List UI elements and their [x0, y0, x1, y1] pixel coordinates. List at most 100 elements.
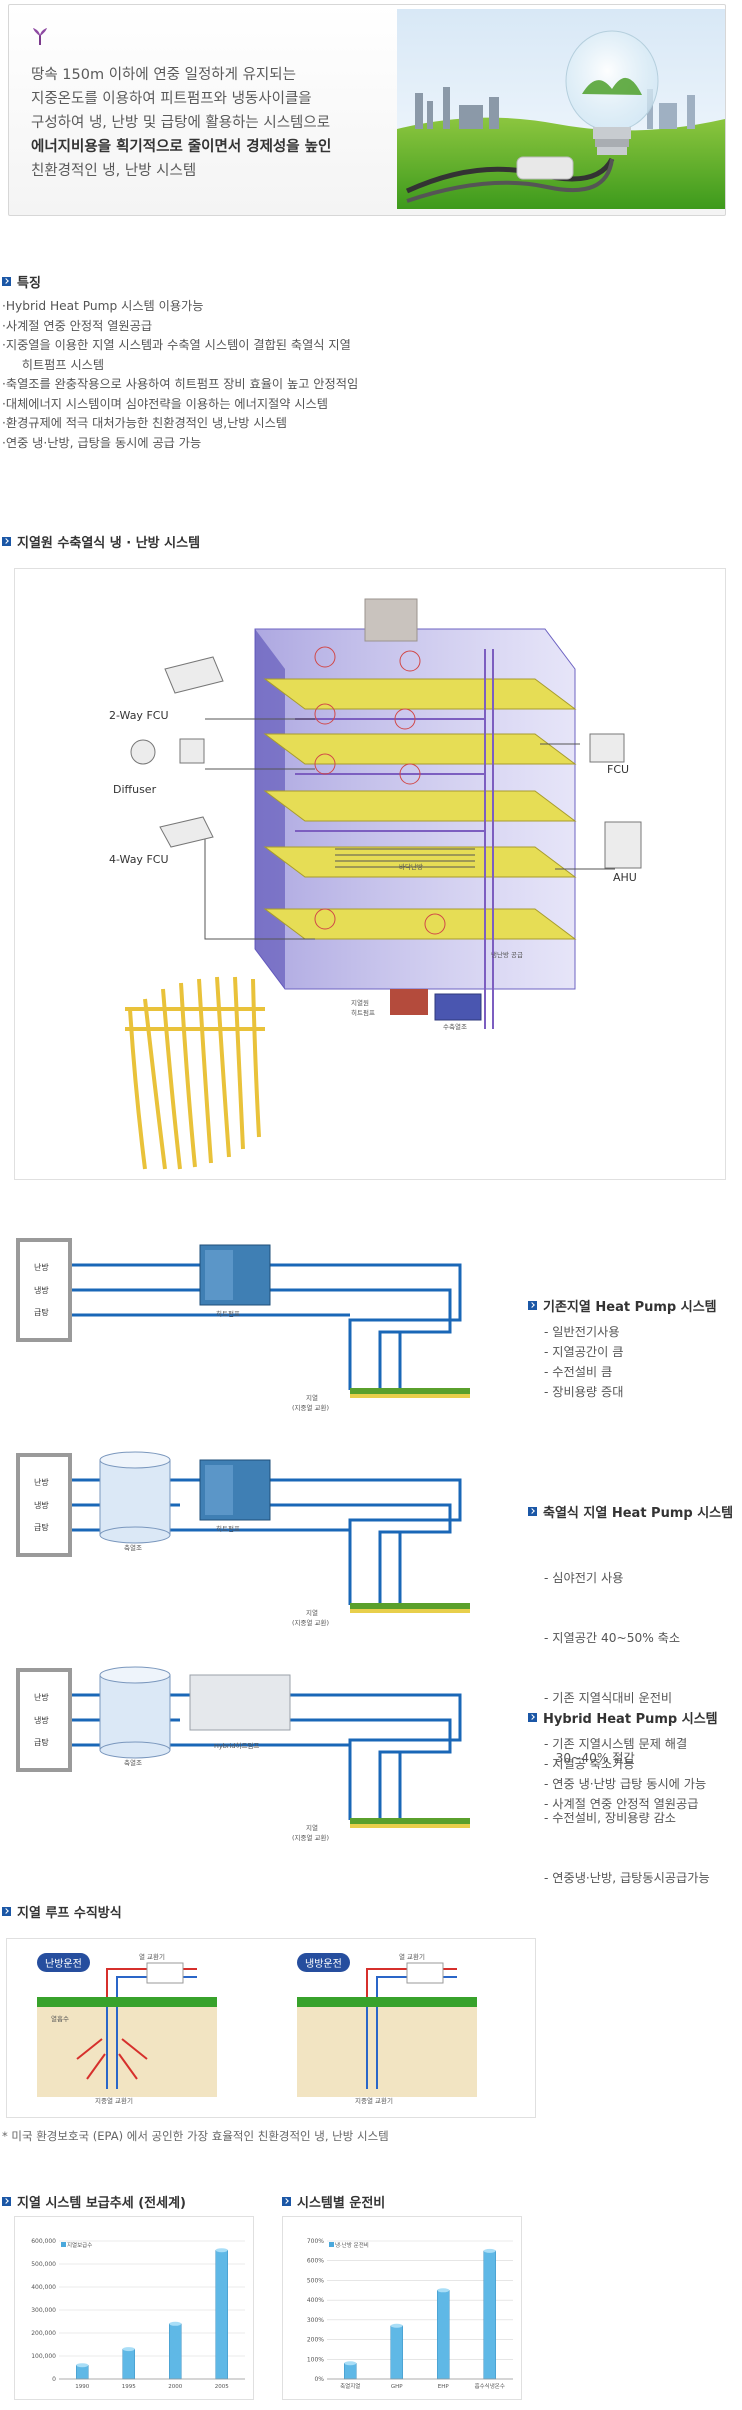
system-comparison-diagram — [16, 1238, 470, 1828]
hx-label: 열 교환기 — [139, 1953, 165, 1961]
y-tick-label: 400,000 — [31, 2284, 56, 2291]
building-diagram — [125, 598, 642, 1170]
bullet-arrow-icon — [528, 1301, 537, 1310]
label-tank: 수축열조 — [443, 1023, 467, 1031]
bar — [437, 2290, 450, 2380]
bar-cap — [390, 2323, 403, 2328]
intro-line: 지중온도를 이용하여 피트펌프와 냉동사이클을 — [31, 91, 312, 107]
system-title-text: 축열식 지열 Heat Pump 시스템 — [543, 1506, 734, 1521]
legend-swatch — [329, 2242, 334, 2247]
bar — [76, 2364, 89, 2380]
loop-diagram-panel: 난방운전 냉방운전 열 교환기 열 교환기 열흡수 지중열 교환기 지중열 교환… — [6, 1938, 536, 2118]
epa-note: * 미국 환경보호국 (EPA) 에서 공인한 가장 효율적인 친환경적인 냉,… — [2, 2129, 389, 2143]
ground-sub-label: (지중열 교환) — [292, 1619, 330, 1627]
loop-title: 지열 루프 수직방식 — [2, 1902, 122, 1921]
y-tick-label: 400% — [307, 2297, 324, 2304]
bar-cap — [215, 2248, 228, 2253]
system-title-text: 기존지열 Heat Pump 시스템 — [543, 1300, 717, 1315]
y-tick-label: 0 — [52, 2376, 56, 2383]
label-supply: 냉난방 공급 — [491, 951, 523, 959]
intro-line: 친환경적인 냉, 난방 시스템 — [31, 163, 197, 179]
box-label-heating: 난방 — [34, 1478, 49, 1487]
machine-label: 히트펌프 — [216, 1310, 240, 1318]
cooling-mode-badge: 냉방운전 — [297, 1953, 350, 1972]
sprout-icon — [33, 28, 47, 45]
chart-right-title-text: 시스템별 운전비 — [297, 2196, 386, 2211]
legend-label: 지열보급수 — [67, 2241, 92, 2249]
feature-item: ·축열조를 완충작용으로 사용하여 히트펌프 장비 효율이 높고 안정적임 — [2, 377, 359, 391]
box-label-hotwater: 급탕 — [34, 1308, 49, 1317]
feature-item: ·Hybrid Heat Pump 시스템 이용가능 — [2, 299, 204, 313]
system-item: - 지열공간이 큼 — [544, 1345, 624, 1359]
system-2-list: - 심야전기 사용 - 지열공간 40~50% 축소 - 기존 지열식대비 운전… — [544, 1528, 710, 1908]
bullet-arrow-icon — [282, 2197, 291, 2206]
box-label-cooling: 냉방 — [34, 1286, 49, 1295]
feature-item: ·대체에너지 시스템이며 심야전략을 이용하는 에너지절약 시스템 — [2, 396, 328, 411]
machine-label: 히트펌프 — [216, 1525, 240, 1533]
popularity-chart: 0100,000200,000300,000400,000500,000600,… — [31, 2238, 245, 2390]
intro-line-strong: 에너지비용을 획기적으로 줄이면서 경제성을 높인 — [31, 139, 332, 155]
bar-cap — [344, 2361, 357, 2366]
y-tick-label: 500% — [307, 2277, 324, 2284]
feature-item: ·사계절 연중 안정적 열원공급 — [2, 318, 153, 333]
system-item: - 심야전기 사용 — [544, 1571, 624, 1585]
building-title: 지열원 수축열식 냉 · 난방 시스템 — [2, 532, 200, 551]
y-tick-label: 700% — [307, 2238, 324, 2245]
box-label-hotwater: 급탕 — [34, 1738, 49, 1747]
x-tick-label: 1990 — [75, 2384, 89, 2390]
bar — [122, 2348, 135, 2380]
features-title-text: 특징 — [17, 276, 41, 291]
box-label-heating: 난방 — [34, 1693, 49, 1702]
box-label-heating: 난방 — [34, 1263, 49, 1272]
bar-cap — [483, 2248, 496, 2253]
y-tick-label: 600,000 — [31, 2238, 56, 2245]
ground-label: 지열 — [306, 1394, 318, 1402]
bullet-arrow-icon — [528, 1507, 537, 1516]
y-tick-label: 600% — [307, 2258, 324, 2265]
operating-cost-chart: 0%100%200%300%400%500%600%700%냉·난방 운전비축열… — [307, 2238, 513, 2390]
bullet-arrow-icon — [2, 1907, 11, 1916]
x-tick-label: 2000 — [168, 2384, 182, 2390]
bullet-arrow-icon — [528, 1713, 537, 1722]
features-list: ·Hybrid Heat Pump 시스템 이용가능 ·사계절 연중 안정적 열… — [2, 297, 522, 453]
legend-label: 냉·난방 운전비 — [335, 2241, 369, 2249]
x-tick-label: 축열지열 — [340, 2382, 360, 2390]
system-1-title: 기존지열 Heat Pump 시스템 — [528, 1296, 717, 1315]
label-geo-heatpump: 지열원 히트펌프 — [351, 999, 375, 1017]
system-3-title: Hybrid Heat Pump 시스템 — [528, 1708, 718, 1727]
system-item: - 수전설비, 장비용량 감소 — [544, 1811, 677, 1825]
intro-line: 땅속 150m 이하에 연중 일정하게 유지되는 — [31, 67, 296, 83]
building-title-text: 지열원 수축열식 냉 · 난방 시스템 — [17, 536, 201, 551]
system-item: - 연중 냉·난방 급탕 동시에 가능 — [544, 1777, 707, 1791]
bar-cap — [437, 2288, 450, 2293]
chart-left-title-text: 지열 시스템 보급추세 (전세계) — [17, 2196, 186, 2211]
system-item: - 연중냉·난방, 급탕동시공급가능 — [544, 1871, 710, 1885]
x-tick-label: 2005 — [215, 2384, 229, 2390]
features-title: 특징 — [2, 272, 41, 291]
feature-item: ·환경규제에 적극 대처가능한 친환경적인 냉,난방 시스템 — [2, 416, 288, 430]
feature-item: 히트펌프 시스템 — [14, 357, 105, 372]
x-tick-label: GHP — [391, 2384, 403, 2390]
y-tick-label: 200,000 — [31, 2330, 56, 2337]
bullet-arrow-icon — [2, 277, 11, 286]
system-item: - 지열공 축소가능 — [544, 1757, 635, 1771]
y-tick-label: 300,000 — [31, 2307, 56, 2314]
bar-cap — [122, 2347, 135, 2352]
y-tick-label: 300% — [307, 2317, 324, 2324]
tank-label: 축열조 — [124, 1759, 142, 1767]
bar — [169, 2323, 182, 2380]
ground-sub-label: (지중열 교환) — [292, 1834, 330, 1842]
system-item: - 일반전기사용 — [544, 1325, 620, 1339]
label-floor-heating: 바닥난방 — [399, 863, 423, 871]
bullet-arrow-icon — [2, 2197, 11, 2206]
system-item: - 지열공간 40~50% 축소 — [544, 1631, 681, 1645]
feature-item: ·연중 냉·난방, 급탕을 동시에 공급 가능 — [2, 435, 202, 450]
loop-diagram — [37, 1962, 477, 2097]
x-tick-label: 흡수식냉온수 — [475, 2382, 505, 2390]
bar — [344, 2362, 357, 2380]
box-label-hotwater: 급탕 — [34, 1523, 49, 1532]
label-4way-fcu: 4-Way FCU — [109, 853, 169, 866]
loop-title-text: 지열 루프 수직방식 — [17, 1906, 122, 1921]
